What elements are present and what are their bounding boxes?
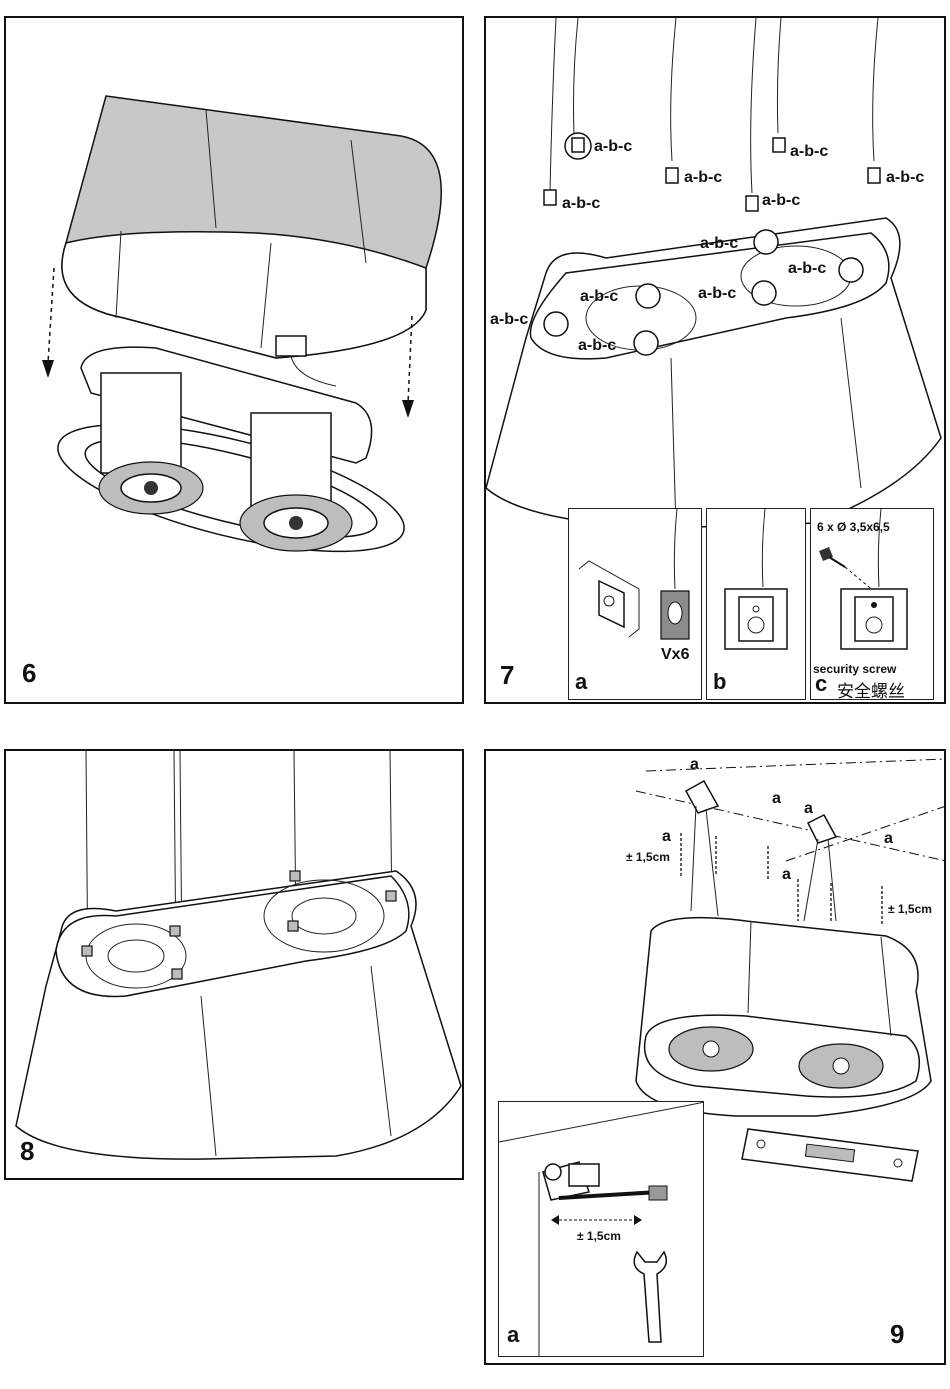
hood-exploded-drawing xyxy=(6,18,464,704)
bracket-label: a-b-c xyxy=(698,285,736,302)
point-label: a xyxy=(690,756,699,773)
inset-c: 6 x Ø 3,5x6,5 security screw 安全螺丝 c xyxy=(810,508,934,700)
inset-letter: c xyxy=(815,671,827,697)
bracket-label: a-b-c xyxy=(562,195,600,212)
cable-icon xyxy=(276,336,306,356)
wrench-icon xyxy=(634,1252,666,1342)
spirit-level-icon xyxy=(742,1129,918,1181)
inset-b: b xyxy=(706,508,806,700)
screw-icon xyxy=(819,547,845,567)
tolerance-label: ± 1,5cm xyxy=(626,850,670,864)
inset-tolerance: ± 1,5cm xyxy=(577,1229,621,1243)
cable-icon xyxy=(550,18,878,193)
bracket-label: a-b-c xyxy=(594,138,632,155)
step-number: 7 xyxy=(500,660,514,691)
inset-a: Vx6 a xyxy=(568,508,702,700)
bracket-label: a-b-c xyxy=(700,235,738,252)
screw-label-cn: 安全螺丝 xyxy=(837,682,905,700)
tolerance-label: ± 1,5cm xyxy=(888,902,932,916)
point-label: a xyxy=(804,800,813,817)
bracket-label: a-b-c xyxy=(788,260,826,277)
inset-letter: b xyxy=(713,669,726,695)
bracket-label: a-b-c xyxy=(490,311,528,328)
inset-note: Vx6 xyxy=(661,646,690,663)
panel-8: 8 xyxy=(4,749,464,1180)
bracket-label: a-b-c xyxy=(578,337,616,354)
point-label: a xyxy=(884,830,893,847)
panel-6: 6 xyxy=(4,16,464,704)
hood-hanging-drawing xyxy=(6,751,464,1180)
inset-letter: a xyxy=(575,669,587,695)
bracket-label: a-b-c xyxy=(684,169,722,186)
inset-detail-a: ± 1,5cm a xyxy=(498,1101,704,1357)
inset-letter: a xyxy=(507,1322,519,1348)
point-label: a xyxy=(662,828,671,845)
step-number: 6 xyxy=(22,658,36,689)
bracket-label: a-b-c xyxy=(580,288,618,305)
step-number: 9 xyxy=(890,1319,904,1350)
bracket-label: a-b-c xyxy=(762,192,800,209)
panel-9: a a a a a a ± 1,5cm ± 1,5cm xyxy=(484,749,946,1365)
point-label: a xyxy=(772,790,781,807)
bracket-label: a-b-c xyxy=(886,169,924,186)
step-number: 8 xyxy=(20,1136,34,1167)
bracket-label: a-b-c xyxy=(790,143,828,160)
point-label: a xyxy=(782,866,791,883)
panel-7: a-b-c a-b-c a-b-c a-b-c a-b-c a-b-c a-b-… xyxy=(484,16,946,704)
